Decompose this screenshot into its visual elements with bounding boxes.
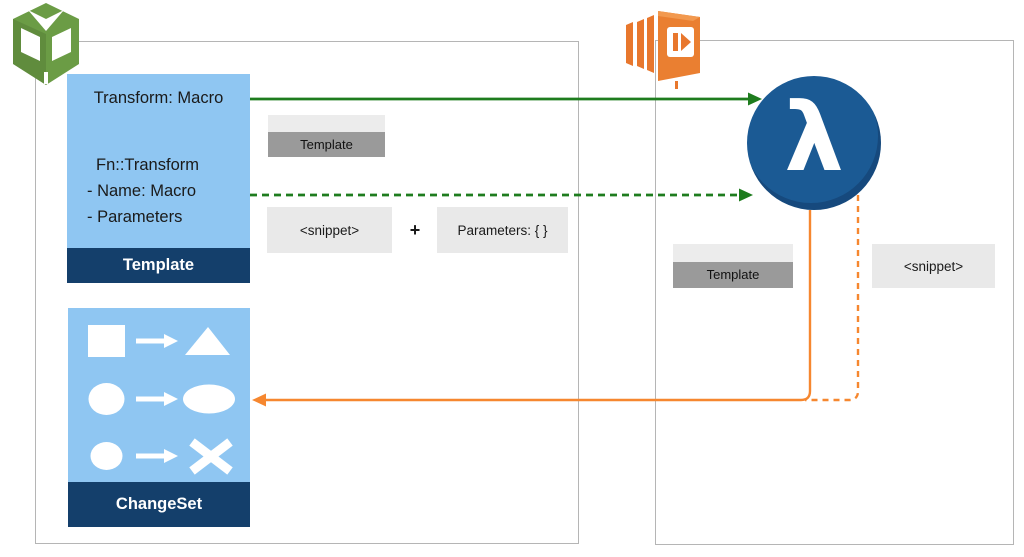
square-shape [88,325,125,357]
plus-sign: + [409,219,421,240]
fn-transform-block: Fn::Transform - Name: Macro - Parameters [67,152,250,230]
changeset-box: ChangeSet [68,308,250,527]
triangle-shape [185,327,230,355]
ellipse-shape [183,384,235,414]
cloudformation-icon [13,3,79,85]
template-artifact-right-label: Template [673,262,793,288]
changeset-shapes [88,325,235,475]
fn-name-text: - Name: Macro [87,182,197,200]
circle-shape [88,383,125,415]
lambda-to-changeset-arrow [266,210,812,402]
template-artifact-header [268,115,385,132]
lambda-service-icon [626,11,700,89]
lambda-glyph: λ [784,84,844,193]
transform-macro-text: Transform: Macro [93,89,224,107]
source-template-box: Transform: Macro Fn::Transform - Name: M… [67,74,250,283]
lambda-snippet-return-arrow [805,195,860,402]
lambda-function-icon: λ [747,76,881,210]
template-artifact-right: Template [673,244,793,288]
template-box-label: Template [67,248,250,283]
template-artifact-right-header [673,244,793,262]
changeset-box-label: ChangeSet [68,482,250,527]
lambda-boundary [655,40,1014,545]
snippet-box-right: <snippet> [872,244,995,288]
fn-transform-text: Fn::Transform [96,156,199,174]
cloudformation-boundary [35,41,579,544]
template-artifact-label: Template [268,132,385,157]
parameters-box: Parameters: { } [437,207,568,253]
fn-parameters-text: - Parameters [87,208,183,226]
circle-shape [90,442,123,470]
template-artifact: Template [268,115,385,157]
snippet-box: <snippet> [267,207,392,253]
